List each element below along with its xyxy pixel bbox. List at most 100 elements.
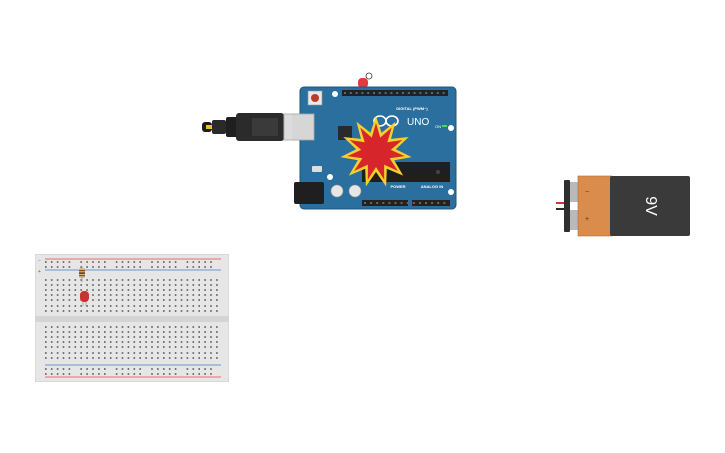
header-pin[interactable] [390,92,393,94]
breadboard-hole[interactable] [192,331,195,333]
breadboard-hole[interactable] [45,368,47,370]
breadboard-hole[interactable] [192,357,195,359]
breadboard-hole[interactable] [186,266,189,268]
breadboard-hole[interactable] [80,284,82,286]
breadboard-hole[interactable] [50,368,53,370]
breadboard-hole[interactable] [127,310,130,312]
breadboard-hole[interactable] [145,331,147,333]
breadboard-hole[interactable] [145,284,147,286]
breadboard-hole[interactable] [121,294,124,296]
breadboard-hole[interactable] [109,357,112,359]
breadboard-hole[interactable] [145,341,147,343]
breadboard-hole[interactable] [157,284,159,286]
breadboard-hole[interactable] [56,341,59,343]
breadboard-hole[interactable] [56,346,59,348]
breadboard-hole[interactable] [133,305,136,307]
breadboard-hole[interactable] [174,266,177,268]
breadboard-hole[interactable] [186,341,189,343]
breadboard-hole[interactable] [45,294,47,296]
breadboard-hole[interactable] [186,305,189,307]
breadboard-hole[interactable] [50,357,53,359]
breadboard-hole[interactable] [174,331,177,333]
breadboard-hole[interactable] [104,261,106,263]
breadboard-hole[interactable] [68,331,71,333]
breadboard-hole[interactable] [174,305,177,307]
breadboard-hole[interactable] [186,326,189,328]
breadboard-hole[interactable] [98,346,100,348]
breadboard-hole[interactable] [115,341,118,343]
breadboard-hole[interactable] [174,310,177,312]
breadboard-hole[interactable] [92,299,94,301]
header-pin[interactable] [370,202,373,204]
breadboard-hole[interactable] [56,373,59,375]
breadboard-hole[interactable] [86,279,88,281]
breadboard-hole[interactable] [145,299,147,301]
header-pin[interactable] [396,92,399,94]
breadboard-hole[interactable] [198,326,200,328]
breadboard-hole[interactable] [92,326,94,328]
breadboard-hole[interactable] [163,310,165,312]
breadboard-hole[interactable] [121,279,124,281]
breadboard-hole[interactable] [98,261,100,263]
breadboard-hole[interactable] [115,266,118,268]
breadboard-hole[interactable] [163,266,165,268]
breadboard-hole[interactable] [109,305,112,307]
breadboard-hole[interactable] [45,305,47,307]
breadboard-hole[interactable] [80,336,82,338]
breadboard-hole[interactable] [74,294,77,296]
breadboard-hole[interactable] [216,336,218,338]
breadboard-hole[interactable] [186,336,189,338]
breadboard-hole[interactable] [186,289,189,291]
breadboard-hole[interactable] [115,331,118,333]
breadboard-hole[interactable] [80,326,82,328]
breadboard-hole[interactable] [204,368,206,370]
breadboard-hole[interactable] [151,279,153,281]
breadboard-hole[interactable] [62,294,65,296]
breadboard-hole[interactable] [216,294,218,296]
breadboard-hole[interactable] [86,368,88,370]
breadboard-hole[interactable] [50,326,53,328]
breadboard-hole[interactable] [80,305,82,307]
breadboard-hole[interactable] [180,326,183,328]
breadboard-hole[interactable] [74,279,77,281]
breadboard-hole[interactable] [92,368,94,370]
breadboard-hole[interactable] [204,299,206,301]
breadboard-hole[interactable] [45,326,47,328]
breadboard-hole[interactable] [180,284,183,286]
breadboard-hole[interactable] [92,305,94,307]
breadboard-hole[interactable] [109,289,112,291]
breadboard-hole[interactable] [168,352,171,354]
breadboard-hole[interactable] [174,357,177,359]
breadboard-hole[interactable] [174,294,177,296]
breadboard-hole[interactable] [180,305,183,307]
breadboard-hole[interactable] [168,299,171,301]
breadboard-hole[interactable] [139,305,141,307]
breadboard-hole[interactable] [74,289,77,291]
breadboard-hole[interactable] [115,310,118,312]
breadboard-hole[interactable] [56,326,59,328]
breadboard-hole[interactable] [98,341,100,343]
breadboard-hole[interactable] [168,336,171,338]
breadboard-hole[interactable] [210,289,212,291]
breadboard-hole[interactable] [68,305,71,307]
breadboard-hole[interactable] [80,279,82,281]
breadboard-hole[interactable] [216,284,218,286]
breadboard-hole[interactable] [216,279,218,281]
breadboard-hole[interactable] [163,299,165,301]
header-pin[interactable] [382,202,385,204]
breadboard-hole[interactable] [139,331,141,333]
breadboard-hole[interactable] [168,279,171,281]
breadboard-hole[interactable] [62,368,65,370]
breadboard-hole[interactable] [45,310,47,312]
breadboard-hole[interactable] [133,336,136,338]
breadboard-hole[interactable] [157,341,159,343]
breadboard-hole[interactable] [168,266,171,268]
breadboard-hole[interactable] [80,368,82,370]
breadboard-hole[interactable] [210,357,212,359]
breadboard-hole[interactable] [104,341,106,343]
breadboard-hole[interactable] [109,346,112,348]
breadboard-hole[interactable] [192,305,195,307]
breadboard-hole[interactable] [127,266,130,268]
breadboard-hole[interactable] [45,266,47,268]
